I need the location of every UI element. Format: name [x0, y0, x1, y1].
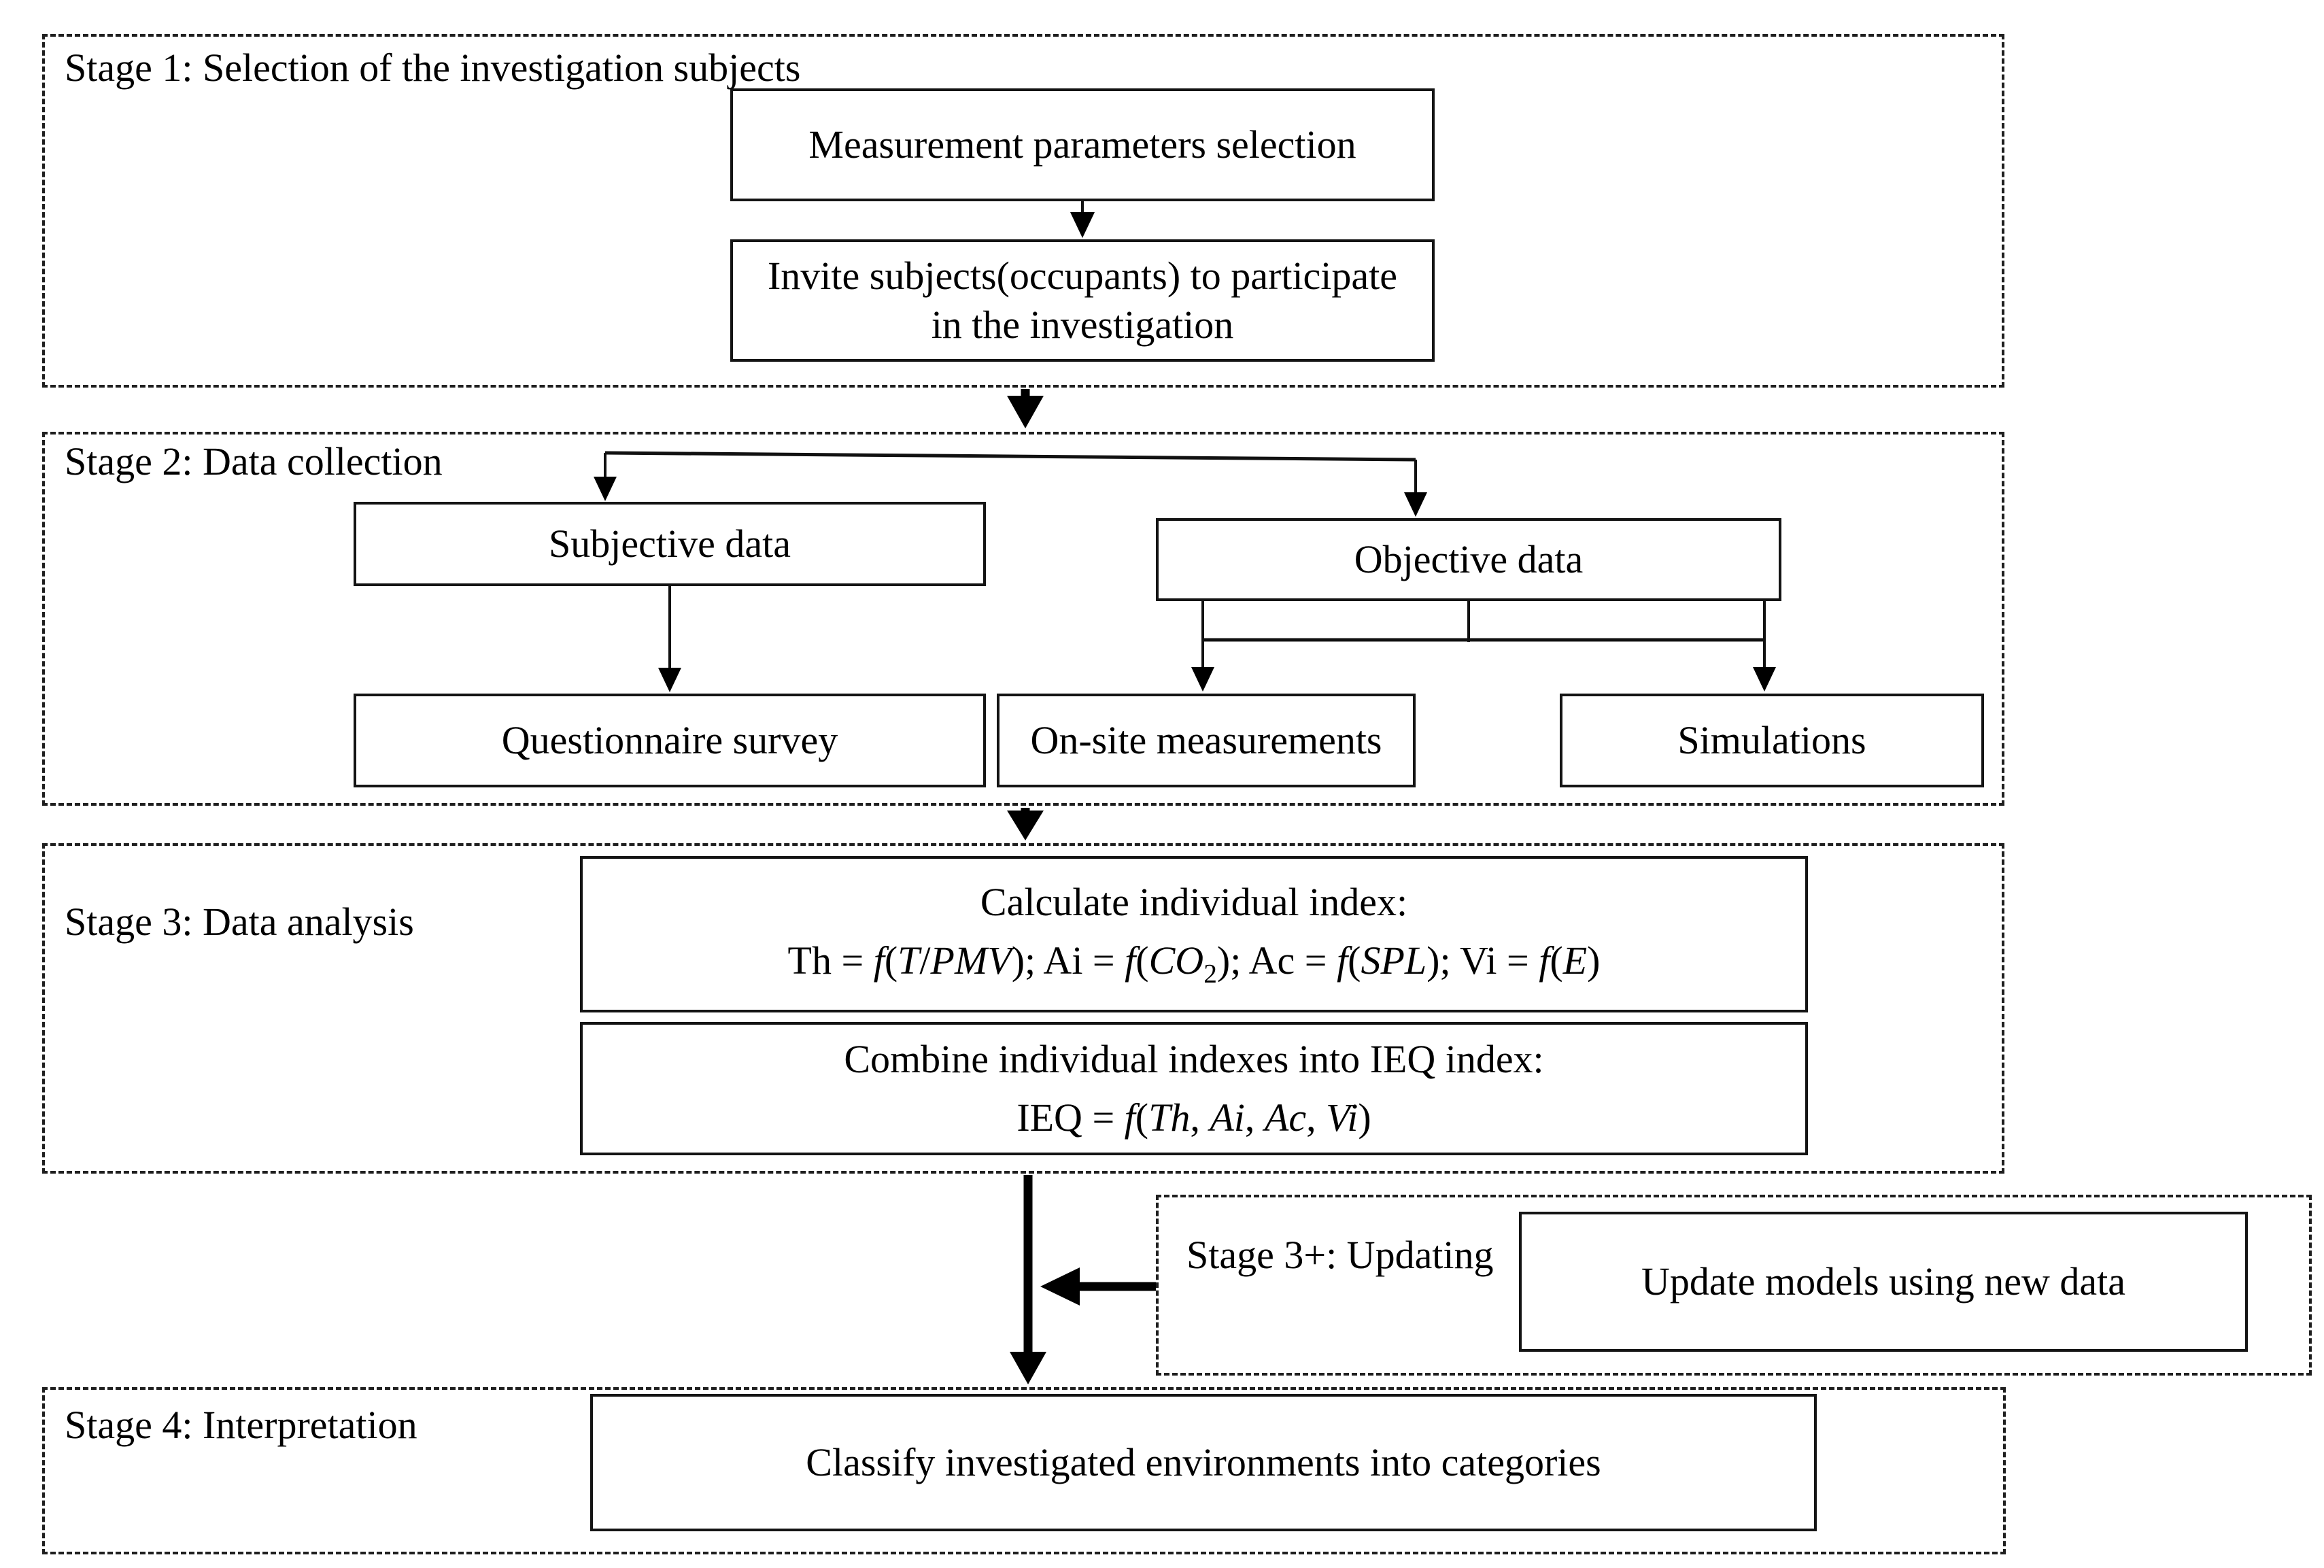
box-questionnaire-survey: Questionnaire survey	[354, 694, 986, 787]
stage3plus-container: Stage 3+: Updating	[1156, 1195, 2312, 1376]
box-combine-formula: IEQ = f(Th, Ai, Ac, Vi)	[1016, 1095, 1371, 1140]
flow-arrow-stage2-to-stage3-icon	[1007, 808, 1044, 840]
box-combine-title: Combine individual indexes into IEQ inde…	[844, 1037, 1544, 1082]
box-invite-subjects-line2: in the investigation	[931, 303, 1234, 347]
stage1-container: Stage 1: Selection of the investigation …	[42, 34, 2004, 388]
flow-arrow-stage3-to-stage4-icon	[1010, 1175, 1046, 1384]
stage3-container: Stage 3: Data analysis	[42, 843, 2004, 1174]
box-calculate-title: Calculate individual index:	[980, 880, 1408, 925]
box-update-models-text: Update models using new data	[1641, 1259, 2125, 1304]
box-subjective-data-text: Subjective data	[549, 522, 791, 566]
box-onsite-measurements-text: On-site measurements	[1030, 718, 1382, 763]
box-update-models: Update models using new data	[1519, 1212, 2248, 1352]
box-invite-subjects: Invite subjects(occupants) to participat…	[730, 239, 1435, 362]
stage2-container: Stage 2: Data collection	[42, 432, 2004, 806]
box-calculate-individual-index: Calculate individual index: Th = f(T/PMV…	[580, 856, 1808, 1012]
stage3plus-label: Stage 3+: Updating	[1186, 1233, 1494, 1277]
box-classify-environments-text: Classify investigated environments into …	[806, 1440, 1601, 1485]
box-combine-ieq-index: Combine individual indexes into IEQ inde…	[580, 1022, 1808, 1155]
feedback-arrow-stage3plus-icon	[1040, 1267, 1156, 1306]
stage4-container: Stage 4: Interpretation	[42, 1387, 2006, 1554]
stage2-label: Stage 2: Data collection	[65, 439, 443, 483]
box-subjective-data: Subjective data	[354, 502, 986, 586]
box-classify-environments: Classify investigated environments into …	[590, 1394, 1817, 1531]
stage4-label: Stage 4: Interpretation	[65, 1403, 417, 1447]
flow-arrow-stage1-to-stage2-icon	[1007, 389, 1044, 428]
box-simulations: Simulations	[1560, 694, 1984, 787]
box-objective-data: Objective data	[1156, 518, 1781, 601]
box-questionnaire-survey-text: Questionnaire survey	[501, 718, 838, 763]
box-invite-subjects-line1: Invite subjects(occupants) to participat…	[767, 254, 1398, 299]
box-calculate-formula: Th = f(T/PMV); Ai = f(CO2); Ac = f(SPL);…	[787, 938, 1601, 989]
box-simulations-text: Simulations	[1677, 718, 1866, 763]
stage1-label: Stage 1: Selection of the investigation …	[65, 46, 801, 90]
box-objective-data-text: Objective data	[1354, 537, 1584, 582]
box-measurement-parameters: Measurement parameters selection	[730, 88, 1435, 201]
box-onsite-measurements: On-site measurements	[997, 694, 1416, 787]
stage3-label: Stage 3: Data analysis	[65, 900, 414, 944]
box-measurement-parameters-text: Measurement parameters selection	[808, 122, 1356, 167]
